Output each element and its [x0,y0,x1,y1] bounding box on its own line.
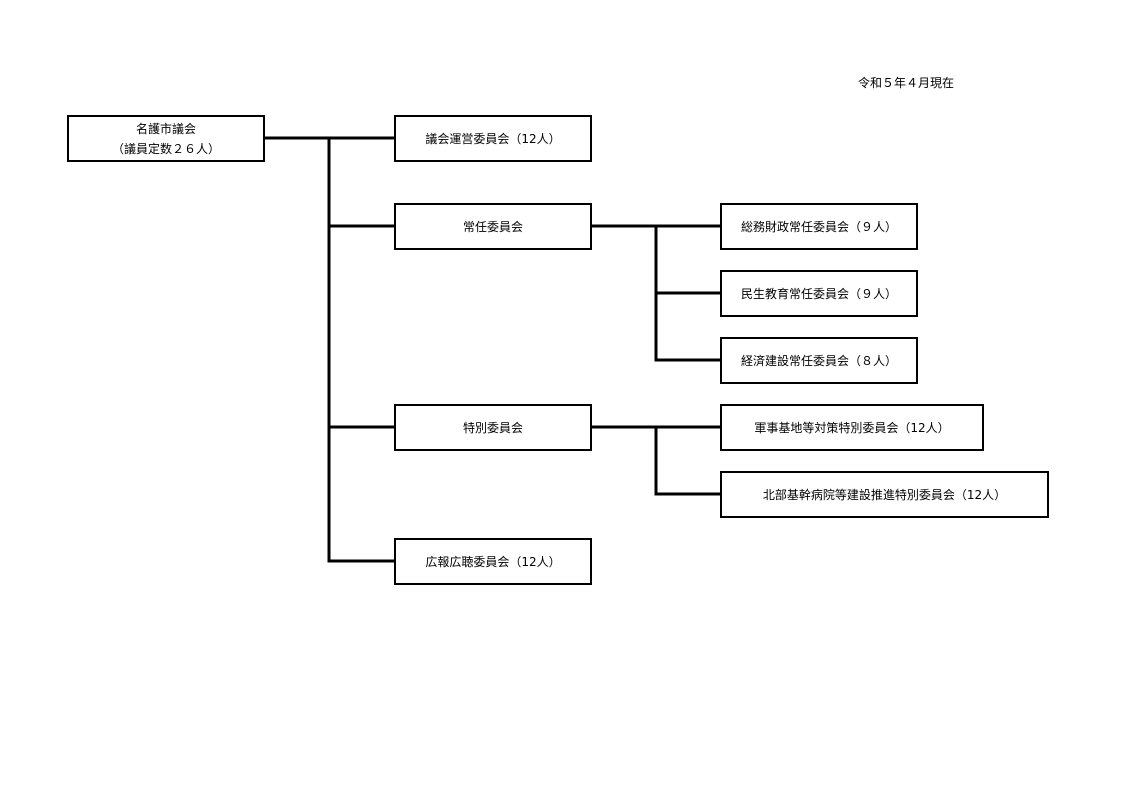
standing-committees-label: 常任委員会 [462,219,523,234]
as-of-date: 令和５年４月現在 [857,76,954,90]
standing-committees-box: 常任委員会 [394,203,592,250]
welfare-education-committee-box: 民生教育常任委員会（９人） [720,270,918,317]
northern-hospital-committee-box: 北部基幹病院等建設推進特別委員会（12人） [720,471,1049,518]
military-base-committee-box: 軍事基地等対策特別委員会（12人） [720,404,984,451]
public-relations-hearing-committee-box: 広報広聴委員会（12人） [394,538,592,585]
military-base-committee-label: 軍事基地等対策特別委員会（12人） [754,420,950,435]
steering-committee-box: 議会運営委員会（12人） [394,115,592,162]
general-affairs-finance-committee-box: 総務財政常任委員会（９人） [720,203,918,250]
general-affairs-finance-committee-label: 総務財政常任委員会（９人） [740,219,897,234]
city-council-seat-count: （議員定数２６人） [111,141,220,156]
northern-hospital-committee-label: 北部基幹病院等建設推進特別委員会（12人） [762,487,1007,502]
welfare-education-committee-label: 民生教育常任委員会（９人） [740,286,897,301]
economy-construction-committee-box: 経済建設常任委員会（８人） [720,337,918,384]
city-council-box: 名護市議会 （議員定数２６人） [67,115,265,162]
public-relations-hearing-committee-label: 広報広聴委員会（12人） [425,554,561,569]
steering-committee-label: 議会運営委員会（12人） [425,131,561,146]
special-committees-label: 特別委員会 [462,420,523,435]
special-committees-box: 特別委員会 [394,404,592,451]
economy-construction-committee-label: 経済建設常任委員会（８人） [740,353,897,368]
city-council-name: 名護市議会 [135,121,196,136]
